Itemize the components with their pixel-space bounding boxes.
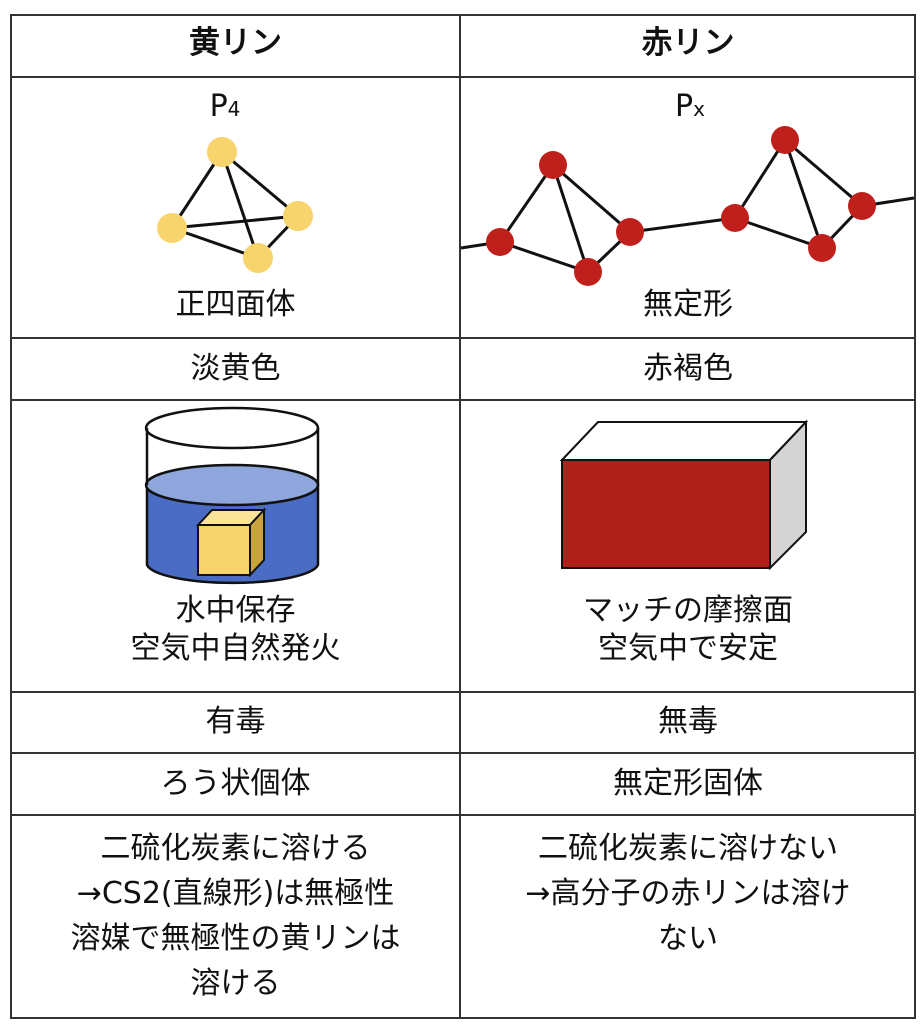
solubility-right: 二硫化炭素に溶けない →高分子の赤リンは溶け ない [525, 831, 851, 956]
formula-base: P [675, 89, 694, 124]
header-red-phosphorus: 赤リン [641, 25, 735, 61]
formula-base: P [209, 89, 228, 124]
state-right: 無定形固体 [613, 766, 763, 801]
formula-px: Px [665, 88, 715, 128]
structure-left: 正四面体 [175, 287, 296, 322]
state-left: ろう状個体 [160, 766, 311, 801]
solubility-left: 二硫化炭素に溶ける →CS2(直線形)は無極性 溶媒で無極性の黄リンは 溶ける [70, 831, 401, 1001]
storage-right: マッチの摩擦面 空気中で安定 [583, 593, 793, 666]
toxicity-left: 有毒 [205, 704, 266, 739]
formula-subscript: 4 [227, 97, 241, 121]
water-beaker-icon [144, 406, 320, 585]
header-white-phosphorus: 黄リン [189, 25, 282, 61]
formula-p4: P4 [200, 88, 250, 128]
red-phosphorus-block-icon [559, 419, 809, 571]
storage-left: 水中保存 空気中自然発火 [130, 593, 341, 666]
structure-right: 無定形 [643, 287, 733, 322]
yellow-phosphorus-cube-icon [195, 507, 267, 578]
table-grid [10, 14, 916, 1019]
formula-subscript: x [693, 97, 705, 121]
color-right: 赤褐色 [643, 351, 733, 386]
red-phosphorus-chain-icon [460, 126, 915, 286]
toxicity-right: 無毒 [658, 704, 718, 739]
p4-tetrahedron-icon [157, 137, 313, 273]
color-left: 淡黄色 [190, 351, 281, 386]
